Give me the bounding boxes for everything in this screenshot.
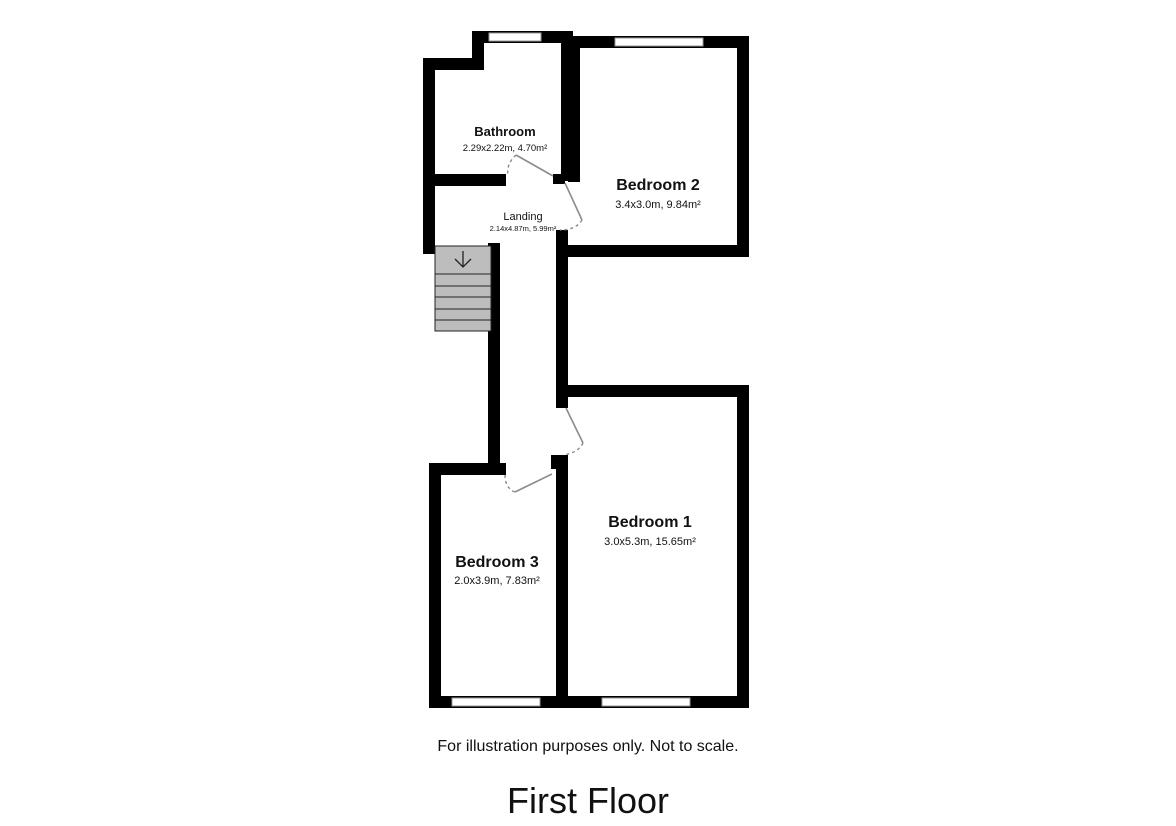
bedroom3-door-swing xyxy=(504,474,516,493)
bedroom3-window xyxy=(451,697,541,707)
disclaimer: For illustration purposes only. Not to s… xyxy=(437,738,739,755)
bedroom3-door xyxy=(514,473,553,493)
bedroom3-top-wall xyxy=(429,463,506,475)
room-dimensions: 3.0x5.3m, 15.65m² xyxy=(604,536,696,548)
bathroom-door xyxy=(515,154,554,177)
room-name: Bedroom 2 xyxy=(616,177,700,194)
room-label-bedroom-1: Bedroom 1 3.0x5.3m, 15.65m² xyxy=(604,514,696,548)
staircase xyxy=(434,245,492,332)
bathroom-door-jamb xyxy=(553,174,565,184)
left-outer-wall xyxy=(423,58,435,254)
room-dimensions: 2.29x2.22m, 4.70m² xyxy=(463,143,548,154)
bedroom1-door xyxy=(565,407,584,444)
room-name: Bedroom 1 xyxy=(608,514,692,531)
windows xyxy=(451,32,704,707)
bedroom1-top-wall xyxy=(556,385,749,397)
bedroom2-window xyxy=(614,37,704,47)
room-dimensions: 2.0x3.9m, 7.83m² xyxy=(454,575,540,587)
room-name: Bedroom 3 xyxy=(455,554,539,571)
room-label-bedroom-3: Bedroom 3 2.0x3.9m, 7.83m² xyxy=(454,554,540,587)
floor-title: First Floor xyxy=(507,780,669,821)
bathroom-door-swing xyxy=(506,154,517,177)
room-dimensions: 2.14x4.87m, 5.99m² xyxy=(490,224,557,233)
bedroom2-left-wall xyxy=(568,36,580,182)
doors xyxy=(504,154,584,493)
bedroom2-door xyxy=(564,182,583,221)
stair-corner xyxy=(423,242,435,254)
arrow-down-icon xyxy=(454,251,472,268)
room-label-bedroom-2: Bedroom 2 3.4x3.0m, 9.84m² xyxy=(615,177,701,211)
bathroom-landing-partition xyxy=(431,174,506,186)
bathroom-window xyxy=(488,32,542,42)
bedroom2-bottom-wall xyxy=(556,245,749,257)
landing-right-wall xyxy=(556,230,568,408)
room-label-bathroom: Bathroom 2.29x2.22m, 4.70m² xyxy=(463,124,548,154)
walls xyxy=(423,31,749,708)
bedroom1-door-swing xyxy=(562,442,584,456)
bedroom1-left-wall xyxy=(556,455,568,708)
room-dimensions: 3.4x3.0m, 9.84m² xyxy=(615,199,701,211)
room-label-landing: Landing 2.14x4.87m, 5.99m² xyxy=(490,211,557,233)
bedroom1-right-wall xyxy=(737,385,749,708)
bedroom1-window xyxy=(601,697,691,707)
bedroom3-door-jamb xyxy=(551,455,559,469)
bedroom3-left-wall xyxy=(429,463,441,708)
room-name: Bathroom xyxy=(474,124,535,139)
bathroom-upper-left-wall xyxy=(423,58,484,70)
room-name: Landing xyxy=(503,211,542,223)
bedroom2-right-wall xyxy=(737,36,749,257)
bedroom2-door-swing xyxy=(559,219,583,231)
